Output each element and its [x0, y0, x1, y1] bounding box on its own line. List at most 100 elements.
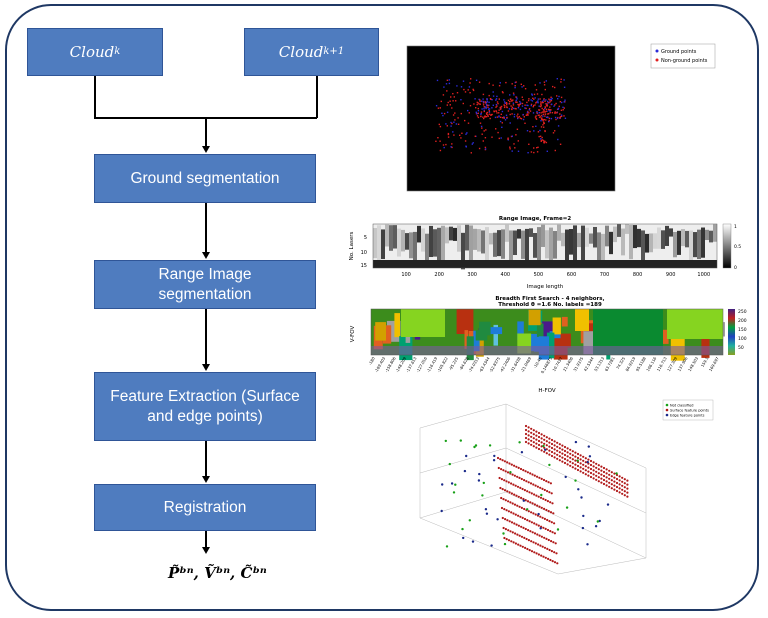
range-xtick: 700 [600, 272, 610, 278]
ground-point [460, 112, 462, 115]
ground-point [511, 106, 514, 108]
feature-point [513, 522, 516, 525]
ground-point [488, 113, 491, 115]
ground-point [554, 112, 556, 114]
bfs-segment [375, 322, 386, 341]
feature-point [500, 496, 503, 500]
feature-point [584, 465, 587, 468]
ground-point [456, 92, 459, 94]
feature-point [574, 455, 577, 458]
range-pixel-block [445, 227, 449, 244]
feature-point [530, 435, 533, 438]
feature-point [589, 471, 593, 475]
feature-point [615, 477, 619, 481]
feature-point [605, 472, 608, 475]
ground-point [477, 102, 479, 104]
ground-point [557, 125, 560, 127]
ground-point [550, 99, 553, 102]
feature-point [527, 510, 530, 513]
ground-point [506, 106, 508, 109]
ground-point [537, 146, 539, 148]
feature-point [501, 459, 504, 462]
feature-point [556, 445, 559, 448]
range-pixel-block [409, 232, 413, 259]
feature-point [514, 532, 517, 535]
ground-point [484, 116, 486, 118]
ground-point [455, 100, 457, 102]
feature-point [595, 474, 598, 477]
feature-point [600, 481, 603, 484]
feature-point [536, 504, 539, 507]
feature-point [592, 473, 595, 476]
feature-point [546, 500, 549, 503]
arrowhead-1 [202, 146, 210, 153]
feature-point [520, 525, 523, 528]
ground-point [531, 93, 533, 95]
ground-point [544, 115, 546, 117]
bfs-segment [401, 309, 445, 337]
ground-point [514, 85, 516, 87]
feature-point [558, 451, 561, 454]
ground-point [543, 121, 545, 124]
ground-point [537, 114, 539, 116]
feature-point [519, 544, 522, 547]
feature-point [527, 430, 530, 433]
ground-point [478, 98, 480, 101]
bfs-xtick: -95.225 [448, 355, 460, 371]
ground-point [526, 104, 528, 106]
ground-point [528, 143, 530, 145]
connector-down-2 [205, 203, 207, 253]
feature-point [507, 481, 510, 484]
feature-point [473, 445, 476, 449]
feature-point [558, 455, 561, 458]
bfs-xtick: -180 [367, 356, 376, 366]
ground-point [559, 101, 562, 103]
feature-point [522, 526, 525, 529]
feature-point [602, 470, 606, 474]
feature-point [571, 462, 574, 465]
ground-point [469, 82, 471, 84]
ground-point [544, 113, 547, 115]
ground-point [527, 152, 529, 154]
feature-point [600, 477, 603, 480]
ground-point [538, 114, 540, 116]
feature-point [553, 452, 556, 455]
feature-point [582, 463, 585, 466]
ground-point [545, 110, 548, 113]
feature-point [548, 463, 551, 467]
ground-point [526, 111, 529, 113]
feature-point [544, 498, 547, 502]
feature-point [547, 557, 550, 560]
ground-point [549, 110, 551, 112]
ground-point [452, 100, 454, 102]
ground-point [464, 91, 467, 93]
ground-point [556, 95, 558, 97]
ground-point [544, 106, 547, 109]
ground-point [543, 109, 545, 112]
ground-point [468, 112, 470, 114]
feature-point [579, 462, 582, 465]
ground-point [524, 88, 527, 90]
ground-point [495, 106, 497, 108]
ground-point [484, 102, 487, 104]
feature-point [502, 526, 505, 530]
bfs-cbar-250: 250 [738, 309, 747, 315]
feature-point [545, 508, 548, 512]
feature-point [507, 529, 510, 532]
ground-point [501, 91, 504, 93]
ground-point [462, 80, 465, 82]
feature-point [561, 452, 564, 455]
feature-point [533, 493, 536, 496]
range-pixel-block [701, 227, 705, 258]
arrowhead-2 [202, 252, 210, 259]
feature-point [548, 548, 551, 552]
ground-point [535, 102, 537, 104]
feature-point [526, 508, 529, 511]
feature-point [626, 479, 629, 482]
range-pixel-block [461, 232, 465, 270]
ground-point [479, 103, 481, 105]
ground-point [478, 81, 481, 83]
ground-point [449, 104, 451, 106]
feature-point [543, 517, 546, 520]
feature-point [550, 550, 553, 553]
